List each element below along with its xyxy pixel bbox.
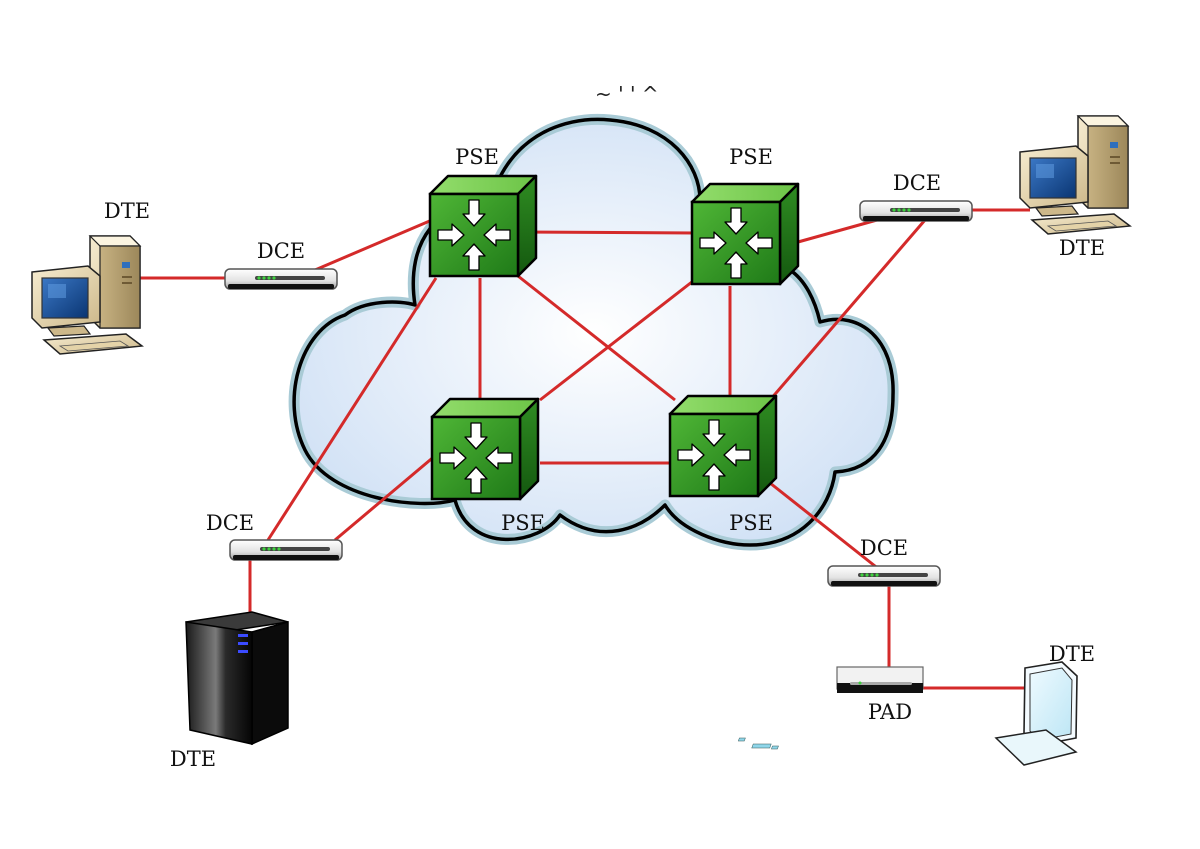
pse-bottom-right-icon	[668, 394, 778, 498]
dte-server-tower-icon	[185, 611, 289, 746]
pse-bottom-right-label: PSE	[729, 511, 773, 535]
pad-device-icon	[836, 666, 924, 693]
link-pse-tl-dce-bl	[266, 277, 438, 541]
dce-bottom-right-modem-icon	[827, 565, 941, 587]
pse-top-left-icon	[428, 174, 538, 278]
dte-left-label: DTE	[104, 199, 150, 223]
link-pse-tr-dce-right	[797, 218, 878, 244]
clipped-caption-fragment: ~ ' ' ^	[595, 82, 659, 106]
link-dce-right-pse-br	[768, 219, 927, 401]
dce-bottom-left-label: DCE	[206, 511, 254, 535]
dte-terminal-label: DTE	[1049, 642, 1095, 666]
dte-terminal-icon	[737, 661, 1078, 766]
dce-bottom-left-modem-icon	[229, 539, 343, 561]
pse-bottom-left-label: PSE	[501, 511, 545, 535]
pse-bottom-left-icon	[430, 397, 540, 501]
network-cloud	[288, 113, 899, 551]
dte-left-desktop-computer-icon	[31, 235, 143, 355]
dce-bottom-right-label: DCE	[860, 536, 908, 560]
network-links	[140, 208, 1030, 690]
link-dce-left-pse-tl	[314, 218, 433, 272]
pse-top-right-icon	[690, 182, 800, 286]
link-pse-tl-pse-br	[517, 274, 676, 402]
pad-label: PAD	[868, 700, 912, 724]
dce-right-label: DCE	[893, 171, 941, 195]
dce-left-label: DCE	[257, 239, 305, 263]
dte-server-label: DTE	[170, 747, 216, 771]
dce-left-modem-icon	[224, 268, 338, 290]
link-pse-bl-pse-tr	[539, 276, 698, 402]
link-pse-tl-pse-tr	[519, 230, 696, 235]
dte-right-label: DTE	[1059, 236, 1105, 260]
pse-top-left-label: PSE	[455, 145, 499, 169]
link-pse-br-dce-br	[769, 481, 881, 572]
pse-top-right-label: PSE	[729, 145, 773, 169]
link-pse-bl-dce-bl	[334, 453, 437, 542]
dte-right-desktop-computer-icon	[1019, 115, 1131, 235]
dce-right-modem-icon	[859, 200, 973, 222]
